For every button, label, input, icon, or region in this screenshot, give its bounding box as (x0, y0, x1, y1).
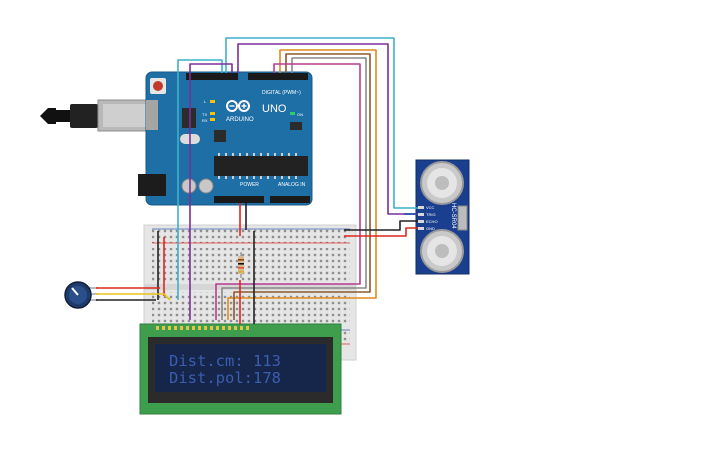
lcd-screen (155, 344, 326, 392)
digital-label: DIGITAL (PWM~) (262, 90, 301, 96)
on-label: ON (297, 112, 303, 117)
lcd-16x2[interactable]: Dist.cm: 113 Dist.pol:178 (139, 323, 342, 415)
transducer-icon (420, 161, 464, 205)
rx-label: RX (202, 118, 208, 123)
arduino-logo-icon (226, 100, 250, 112)
analog-label: ANALOG IN (278, 182, 306, 188)
power-label: POWER (240, 182, 259, 188)
pin-vcc-label: VCC (426, 205, 435, 210)
resistor[interactable] (238, 252, 244, 278)
tx-label: TX (202, 112, 207, 117)
wire-red-sensor[interactable] (344, 227, 418, 237)
wire-orange[interactable] (227, 49, 377, 320)
model-label: UNO (262, 103, 287, 115)
lcd-pin-header (156, 326, 249, 330)
knob-indicator-icon (71, 287, 79, 296)
lcd-line-1: Dist.cm: 113 (169, 352, 281, 370)
pin-echo-label: ECHO (426, 219, 438, 224)
wire-purple[interactable] (189, 63, 233, 320)
brand-label: ARDUINO (226, 117, 254, 123)
power-header (214, 196, 264, 203)
digital-header-right (248, 73, 308, 80)
sensor-pins: VCC TRIG ECHO GND (418, 205, 438, 231)
wires (96, 37, 418, 324)
wire-magenta[interactable] (215, 63, 361, 320)
on-led (290, 112, 295, 115)
sensor-model-label: HC-SR04 (450, 203, 456, 229)
wire-cyan-sensor[interactable] (225, 37, 418, 209)
digital-header-left (186, 73, 238, 80)
power-jack (138, 174, 166, 196)
arduino-uno-board[interactable]: ARDUINO UNO DIGITAL (PWM~) POWER ANALOG … (138, 71, 313, 206)
hc-sr04-sensor[interactable]: HC-SR04 VCC TRIG ECHO GND (415, 159, 470, 275)
wire-brown[interactable] (233, 53, 371, 320)
wire-purple-sensor[interactable] (237, 43, 418, 215)
microcontroller-chip (214, 156, 308, 176)
l-led-label: L (204, 99, 207, 104)
transducer-icon (420, 229, 464, 273)
pin-gnd-label: GND (426, 226, 435, 231)
analog-header (270, 196, 310, 203)
wire-cyan[interactable] (177, 59, 223, 300)
wire-gray[interactable] (221, 57, 367, 320)
potentiometer[interactable] (64, 281, 98, 309)
wire-pot-yellow[interactable] (96, 293, 171, 301)
lcd-line-2: Dist.pol:178 (169, 369, 281, 387)
pin-trig-label: TRIG (426, 212, 436, 217)
usb-cable (40, 99, 155, 132)
wire-black-sensor[interactable] (344, 220, 418, 231)
